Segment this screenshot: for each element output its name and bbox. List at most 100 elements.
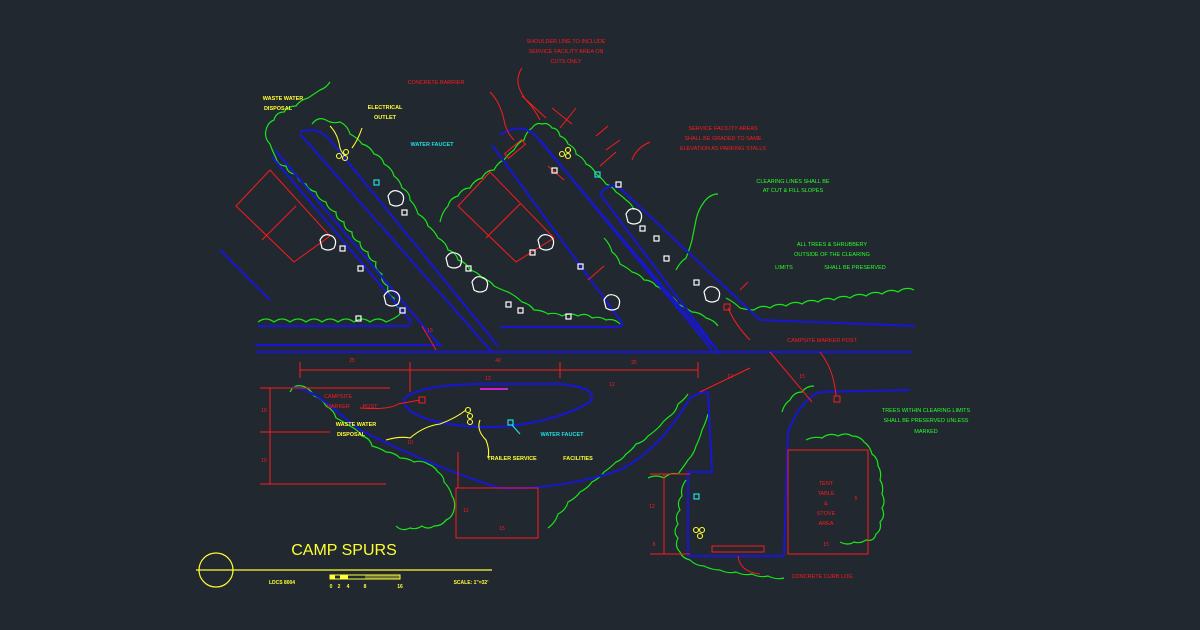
tree-icon (537, 234, 555, 251)
loop-road (291, 382, 709, 490)
dimension-lines (260, 67, 841, 575)
lower-spur (686, 388, 911, 558)
shrub-icon (653, 235, 660, 242)
stall-1-divider (261, 205, 297, 241)
dim-diag-2 (769, 351, 813, 403)
faucet-line (511, 424, 521, 435)
label-trailer-service: TRAILER SERVICE (487, 456, 537, 462)
tree-icon (383, 290, 401, 307)
clearing-limit-lower-right (781, 385, 885, 545)
utilities (329, 125, 706, 540)
dim-label: 10 (407, 440, 413, 446)
tree-icon (471, 276, 489, 293)
dimension-labels: 25 40 25 12 16 10 11 15 12 8 5 15 12 12 … (261, 328, 857, 548)
clearing-limit-upper-right (675, 193, 915, 311)
clearing-limit-lower-left (289, 385, 689, 531)
scale-tick-label: 4 (347, 584, 350, 590)
spur-3-edges (599, 184, 916, 355)
faucet-icon (693, 493, 700, 500)
note-campsite-marker-2: MARKER (326, 404, 350, 410)
scale-tick-label: 16 (397, 584, 403, 590)
dim-top-3 (595, 125, 609, 137)
campsite-marker-2 (723, 303, 731, 311)
note-concrete-barrier: CONCRETE BARRIER (408, 80, 465, 86)
dim-top-2 (559, 107, 577, 129)
waste-line-bottom (385, 409, 467, 441)
dim-label: 12 (727, 374, 733, 380)
shrub-icon (505, 301, 512, 308)
note-trees-within-2: SHALL BE PRESERVED UNLESS (884, 418, 969, 424)
leader-curb-log (737, 555, 761, 575)
magenta-marker (480, 388, 508, 390)
dim-diag-3 (421, 325, 437, 351)
dim-label: 16 (261, 408, 267, 414)
spur-1-outer (219, 133, 493, 353)
leader-shoulder-curve (517, 67, 541, 121)
note-service-facility-3: ELEVATION AS PARKING STALLS (680, 146, 766, 152)
dim-label: 8 (653, 542, 656, 548)
scale-bar-segment (340, 575, 348, 579)
red-notes: SHOULDER LINE TO INCLUDE SERVICE FACILIT… (324, 39, 858, 580)
clearing-limits (257, 81, 915, 580)
dim-label: 12 (609, 382, 615, 388)
note-service-facility-1: SERVICE FACILITY AREAS (688, 126, 758, 132)
scale-bar-segment (365, 575, 400, 579)
shrub-icon (355, 315, 362, 322)
tree-icon (387, 190, 405, 207)
shrub-icon (663, 255, 670, 262)
note-trees-within-1: TREES WITHIN CLEARING LIMITS (882, 408, 971, 414)
shrub-icon (577, 263, 584, 270)
label-waste-water-bottom-2: DISPOSAL (337, 432, 366, 438)
hookup-icon (564, 152, 572, 160)
label-water-faucet-bottom: WATER FAUCET (541, 432, 585, 438)
green-notes: CLEARING LINES SHALL BE AT CUT & FILL SL… (756, 179, 970, 435)
label-waste-water-bottom-1: WASTE WATER (336, 422, 377, 428)
title-block: CAMP SPURS LDCS 8004 SCALE: 1"=32' 0 2 4… (196, 542, 492, 590)
concrete-curb-log (711, 545, 765, 553)
concrete-barrier (503, 138, 527, 160)
campsite-marker-3 (833, 395, 841, 403)
scale-tick-label: 2 (338, 584, 341, 590)
dim-label: 10 (261, 458, 267, 464)
hookup-icon (341, 154, 349, 162)
shrub-icon (339, 245, 346, 252)
clearing-limit-upper-middle (439, 122, 719, 327)
dim-label: 15 (823, 542, 829, 548)
leader-barrier (489, 91, 515, 141)
note-all-trees-4: SHALL BE PRESERVED (824, 265, 885, 271)
tree-icon (319, 234, 337, 251)
hookup-icon (342, 148, 350, 156)
campsite-marker-1 (418, 396, 426, 404)
dim-label: 40 (495, 358, 501, 364)
tree-icon (603, 294, 621, 311)
tree-icon (703, 286, 721, 303)
dim-label: 12 (485, 376, 491, 382)
parking-stalls (235, 138, 869, 555)
note-shoulder-line-1: SHOULDER LINE TO INCLUDE (527, 39, 606, 45)
spur-1-edges (258, 129, 499, 347)
dim-top-5 (599, 151, 617, 167)
label-electrical-outlet-1: ELECTRICAL (368, 105, 403, 111)
note-concrete-curb: CONCRETE CURB LOG (791, 574, 852, 580)
shrub-icon (693, 279, 700, 286)
scale-tick-label: 8 (364, 584, 367, 590)
note-all-trees-1: ALL TREES & SHRUBBERY (797, 242, 868, 248)
label-facilities: FACILITIES (563, 456, 593, 462)
note-campsite-marker-1: CAMPSITE (324, 394, 352, 400)
tree-icon (445, 252, 463, 269)
page-title: CAMP SPURS (291, 542, 397, 559)
dim-top-1 (551, 107, 573, 125)
hookup-icon (698, 526, 706, 534)
drawing-id: LDCS 8004 (269, 580, 295, 586)
shrub-icon (639, 225, 646, 232)
note-all-trees-2: OUTSIDE OF THE CLEARING (794, 252, 870, 258)
marker-tick (739, 281, 749, 291)
dim-label: 15 (799, 374, 805, 380)
dim-label: 12 (649, 504, 655, 510)
faucet-icon (507, 419, 514, 426)
hookup-icon (692, 526, 700, 534)
note-tent-area-2: TABLE (817, 491, 834, 497)
note-clearing-lines-2: AT CUT & FILL SLOPES (763, 188, 824, 194)
